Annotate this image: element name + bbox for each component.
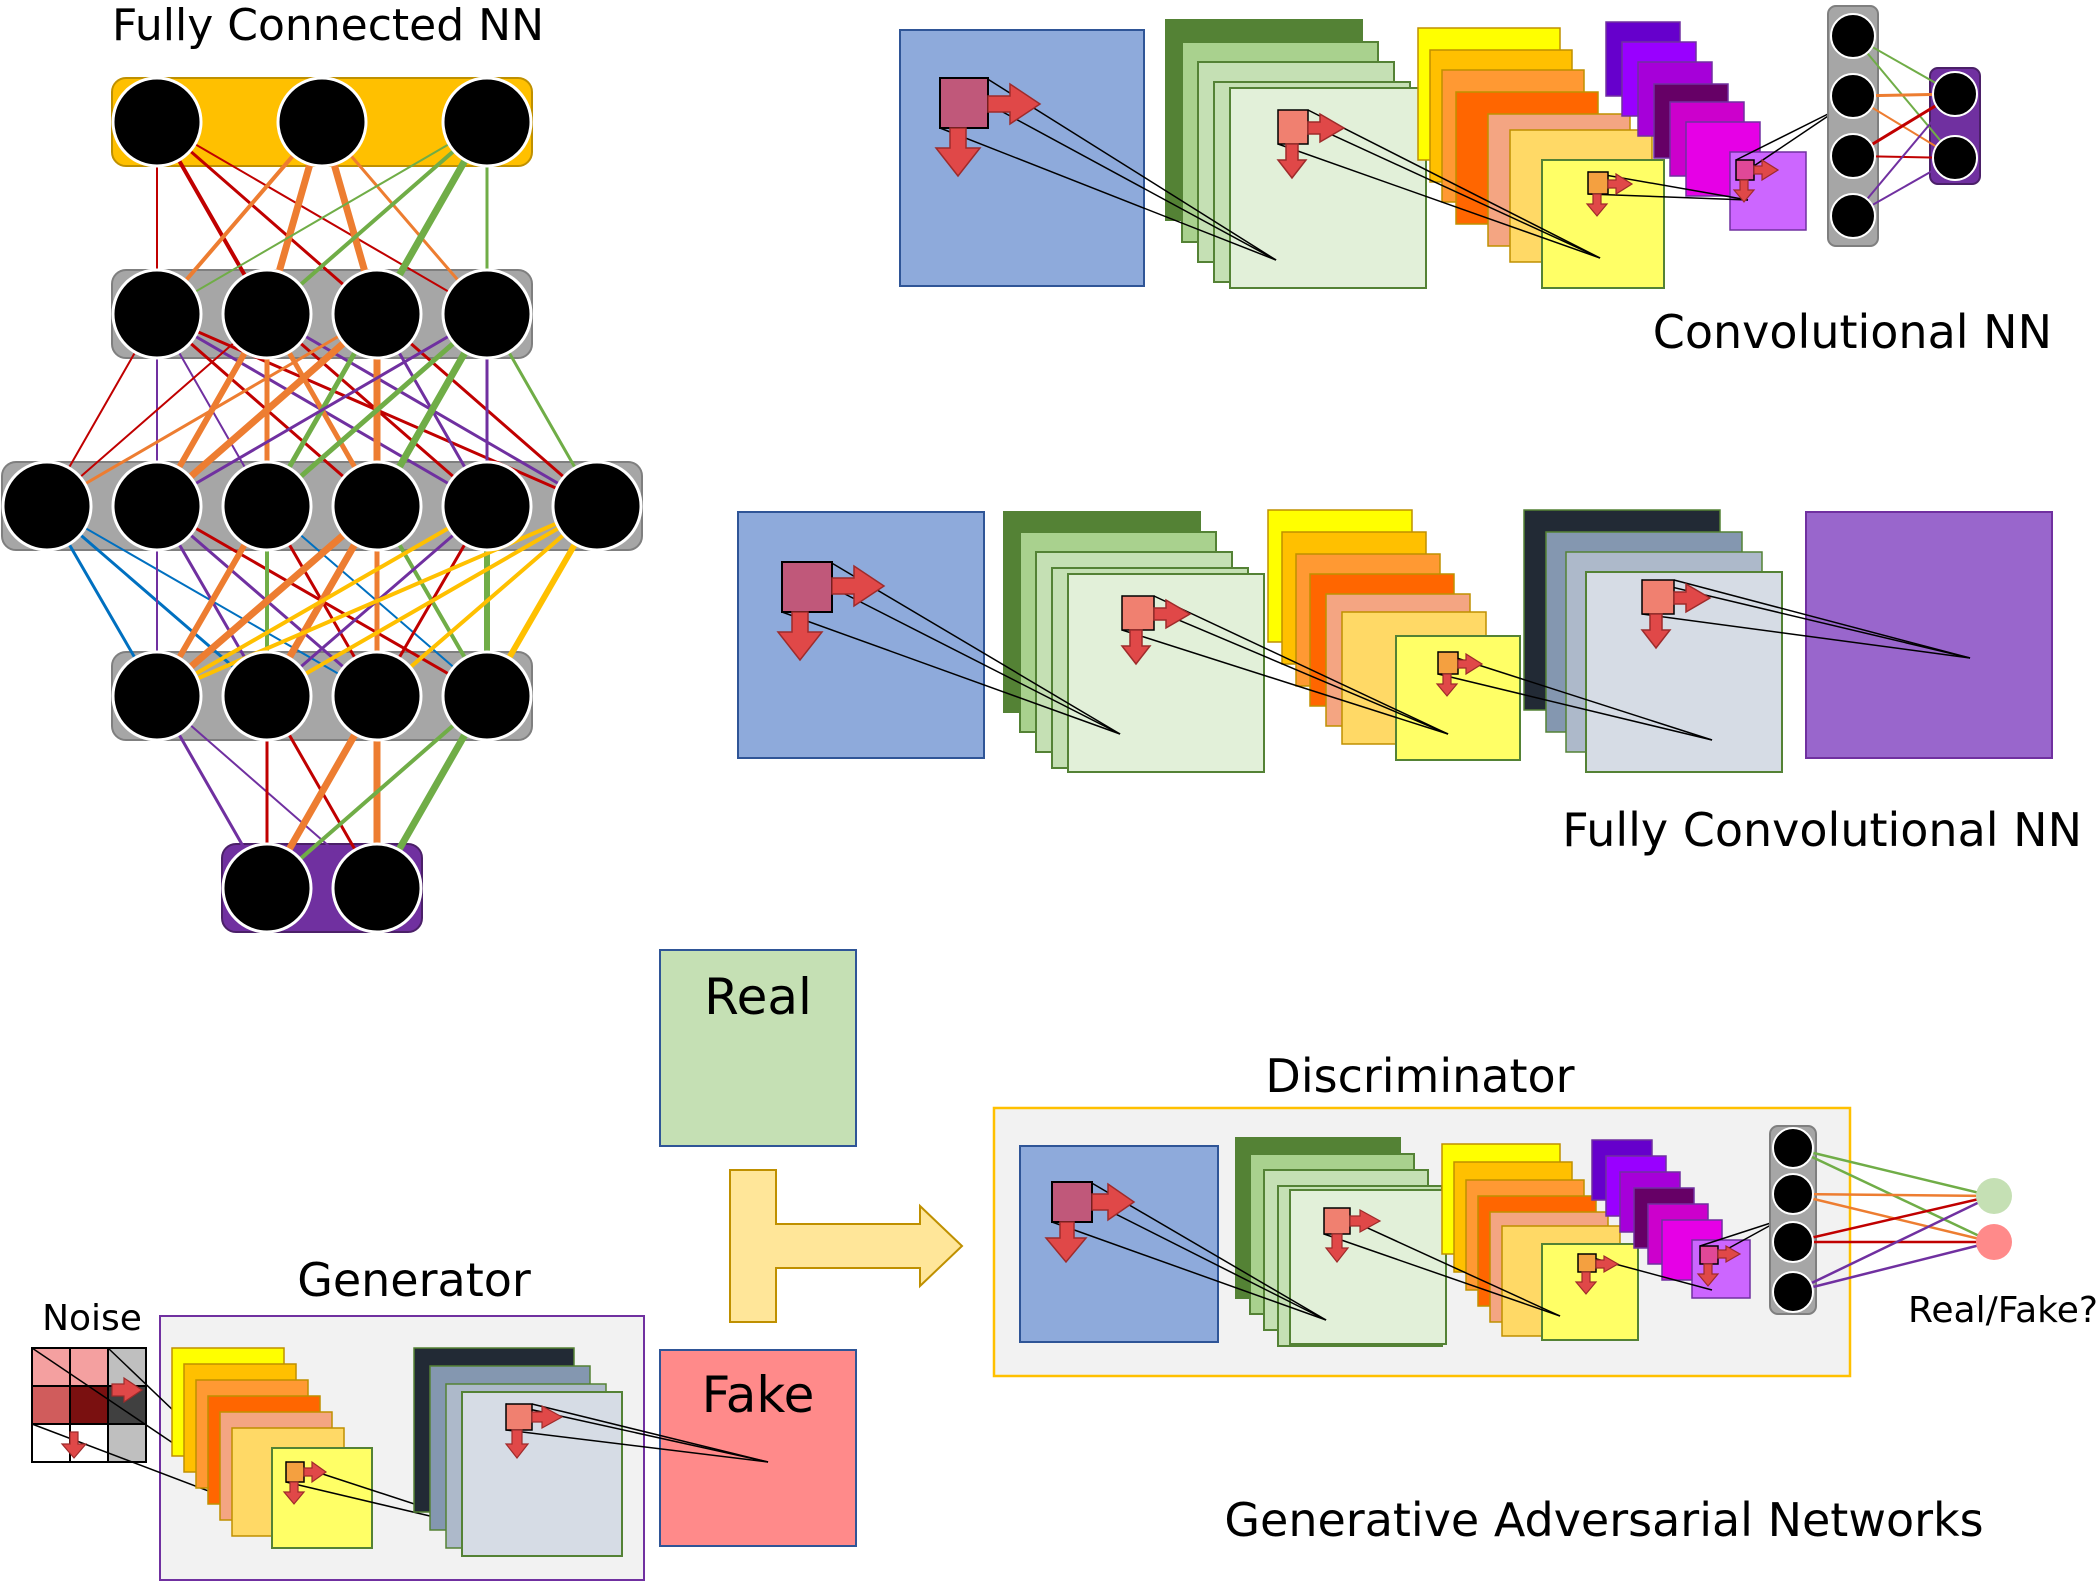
discriminator-feature-stack-1 <box>1235 1137 1447 1347</box>
neuron <box>331 650 423 742</box>
neuron <box>111 76 203 168</box>
neuron <box>1932 71 1978 117</box>
neuron <box>111 460 203 552</box>
neuron <box>441 268 533 360</box>
real-sample-box <box>659 949 857 1147</box>
cnn-dense-head <box>1827 5 1981 247</box>
neuron <box>441 650 533 742</box>
fc-neurons <box>1 76 643 934</box>
cnn-kernels <box>934 77 1841 261</box>
real-label: Real <box>704 968 812 1026</box>
discriminator-feature-stack-3 <box>1591 1139 1751 1299</box>
cnn-feature-stack-1 <box>1165 19 1427 289</box>
neuron <box>1830 73 1876 119</box>
neuron <box>331 460 423 552</box>
fake-sample-box <box>659 1349 857 1547</box>
fcn-input-image <box>737 511 985 759</box>
discriminator-kernels <box>1044 1181 1781 1321</box>
neuron <box>1772 1271 1814 1313</box>
fcn-title: Fully Convolutional NN <box>1562 803 2082 857</box>
fcn-kernels <box>776 561 1971 741</box>
real-fake-output-label: Real/Fake? <box>1908 1290 2098 1331</box>
fcn-output-map <box>1805 511 2053 759</box>
neuron <box>331 842 423 934</box>
neuron <box>111 268 203 360</box>
neuron <box>1772 1221 1814 1263</box>
fully-connected-nn: Fully Connected NN <box>1 0 643 934</box>
cnn-title: Convolutional NN <box>1653 305 2052 359</box>
neuron <box>221 842 313 934</box>
neuron <box>441 76 533 168</box>
discriminator-dense-head <box>1769 1125 2012 1315</box>
neuron <box>331 268 423 360</box>
noise-label: Noise <box>42 1298 142 1339</box>
neuron <box>1 460 93 552</box>
gan-title: Generative Adversarial Networks <box>1224 1493 1983 1547</box>
fc-title: Fully Connected NN <box>112 0 544 51</box>
neuron <box>1772 1173 1814 1215</box>
neuron <box>221 650 313 742</box>
neuron <box>1932 135 1978 181</box>
real-output-node <box>1976 1178 2012 1214</box>
convolutional-nn: Convolutional NN <box>899 5 2052 359</box>
neuron <box>111 650 203 742</box>
generator-kernel-2 <box>504 1403 769 1463</box>
fake-output-node <box>1976 1224 2012 1260</box>
neuron <box>1830 133 1876 179</box>
neuron <box>441 460 533 552</box>
discriminator-input-image <box>1019 1145 1219 1343</box>
gan: Real Fake Discriminator <box>31 949 2098 1581</box>
cnn-feature-stack-3 <box>1605 21 1807 231</box>
cnn-input-image <box>899 29 1145 287</box>
neuron <box>221 460 313 552</box>
neuron <box>1830 193 1876 239</box>
neuron <box>1830 13 1876 59</box>
discriminator-label: Discriminator <box>1265 1049 1574 1103</box>
generator-label: Generator <box>297 1253 531 1307</box>
combine-arrow <box>729 1169 964 1323</box>
neuron <box>221 268 313 360</box>
neuron <box>1772 1127 1814 1169</box>
neuron <box>276 76 368 168</box>
fcn-feature-stack-3 <box>1523 509 1783 773</box>
generator-kernel-1 <box>282 1460 507 1535</box>
fake-label: Fake <box>702 1366 815 1424</box>
fully-convolutional-nn: Fully Convolutional NN <box>737 509 2082 857</box>
neuron <box>551 460 643 552</box>
fcn-feature-stack-2 <box>1267 509 1521 761</box>
cnn-feature-stack-2 <box>1417 27 1665 289</box>
